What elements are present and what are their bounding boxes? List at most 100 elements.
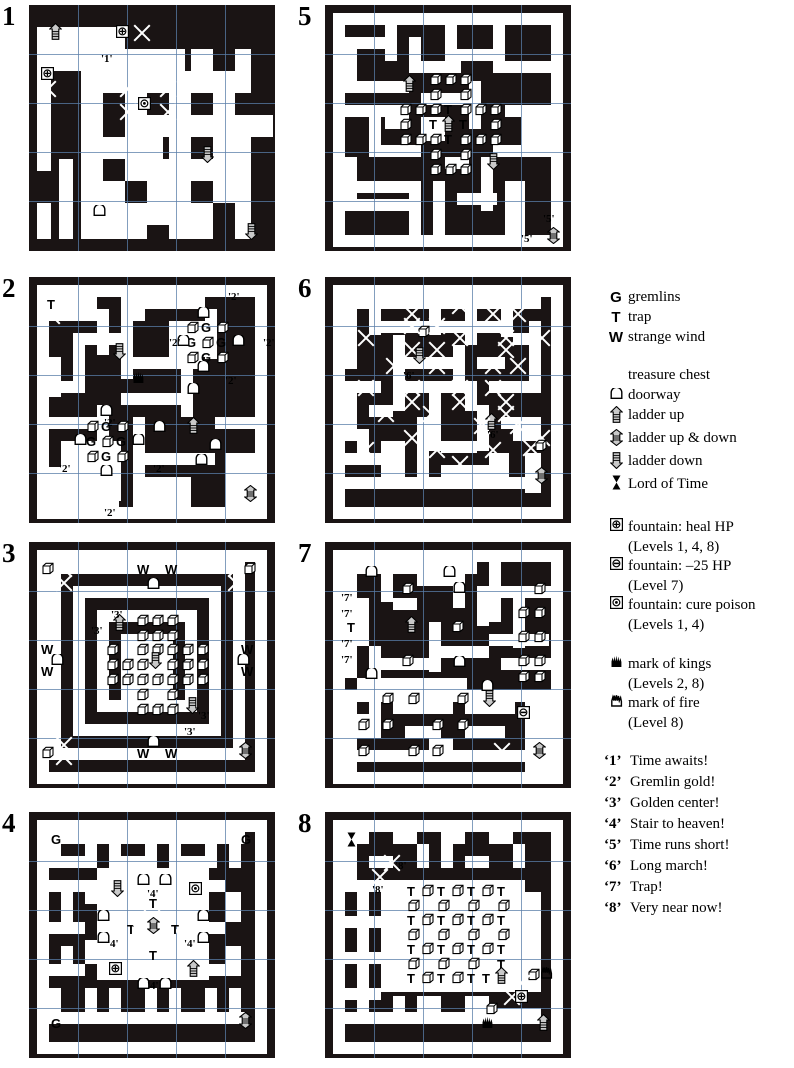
legend-message-row: ‘2’Gremlin gold!: [604, 772, 794, 793]
floor-cell: [73, 598, 85, 724]
grid-line-v: [521, 277, 522, 523]
floor-cell: [409, 37, 421, 73]
treasure-chest-icon: [216, 321, 229, 339]
map-letter: T: [444, 132, 452, 147]
treasure-chest-icon: [399, 118, 412, 136]
legend-row: fountain: –25 HP: [604, 557, 794, 576]
floor-cell: [489, 832, 513, 844]
floor-cell: [465, 856, 489, 868]
floor-cell: [121, 297, 145, 321]
grid-line-v: [521, 812, 522, 1058]
legend-message-number: ‘5’: [604, 837, 622, 853]
treasure-chest-icon: [459, 133, 472, 151]
legend-message-text: Long march!: [630, 858, 708, 874]
treasure-chest-icon: [136, 658, 149, 676]
treasure-chest-icon: [429, 163, 442, 181]
treasure-chest-icon: [459, 163, 472, 181]
map-message-label: '3': [198, 710, 210, 722]
floor-cell: [181, 856, 205, 868]
treasure-chest-icon: [481, 913, 494, 931]
grid-line-h: [325, 738, 571, 739]
legend-message-number: ‘4’: [604, 816, 622, 832]
map-5-number: 5: [298, 1, 312, 31]
map-2-number: 2: [2, 273, 16, 303]
floor-cell: [255, 562, 267, 772]
treasure-chest-icon: [181, 673, 194, 691]
x-mark-icon: [53, 746, 75, 768]
x-mark-icon: [426, 439, 448, 461]
x-mark-icon: [449, 453, 471, 475]
mark-of-fire-icon: [540, 966, 553, 984]
treasure-chest-icon: [489, 103, 502, 121]
lord-of-time-icon: [347, 832, 356, 852]
treasure-chest-icon: [381, 692, 394, 710]
legend-message-number: ‘6’: [604, 858, 622, 874]
treasure-chest-icon: [533, 670, 546, 688]
x-mark-icon: [420, 403, 442, 425]
legend-row: fountain: cure poison: [604, 596, 794, 615]
treasure-chest-icon: [474, 103, 487, 121]
ladder-down-icon: [112, 343, 127, 365]
grid-line-h: [29, 1008, 275, 1009]
floor-cell: [369, 117, 381, 157]
grid-line-v: [423, 277, 424, 523]
x-mark-icon: [117, 101, 139, 123]
grid-line-h: [29, 152, 275, 153]
floor-cell: [37, 550, 267, 562]
doorway-icon: [453, 580, 466, 598]
grid-line-v: [472, 542, 473, 788]
map-letter: T: [407, 942, 415, 957]
legend-row: fountain: heal HP: [604, 518, 794, 537]
x-mark-icon: [383, 355, 405, 377]
map-letter: T: [497, 913, 505, 928]
treasure-chest-icon: [196, 643, 209, 661]
ladder-down-icon: [412, 347, 427, 369]
treasure-chest-icon: [459, 103, 472, 121]
floor-cell: [209, 922, 225, 934]
floor-cell: [255, 832, 267, 1042]
map-message-label: '6': [403, 370, 415, 382]
map-message-label: '4': [107, 938, 119, 950]
floor-cell: [191, 203, 213, 239]
x-mark-icon: [426, 355, 448, 377]
floor-cell: [345, 952, 381, 964]
floor-cell: [381, 880, 401, 992]
legend-row: treasure chest: [604, 366, 794, 385]
floor-cell: [369, 702, 381, 738]
treasure-chest-icon: [166, 658, 179, 676]
floor-cell: [73, 724, 221, 736]
treasure-chest-icon: [481, 884, 494, 902]
map-1-grid[interactable]: '1': [29, 5, 275, 251]
treasure-chest-icon: [136, 688, 149, 706]
x-mark-icon: [449, 391, 471, 413]
grid-line-v: [176, 5, 177, 251]
map-7-grid[interactable]: T'7''7''7''7': [325, 542, 571, 788]
treasure-chest-icon: [451, 620, 464, 638]
grid-line-h: [29, 640, 275, 641]
floor-cell: [429, 622, 441, 672]
floor-cell: [457, 49, 497, 61]
treasure-chest-icon: [166, 688, 179, 706]
treasure-chest-icon: [399, 103, 412, 121]
floor-cell: [385, 25, 397, 61]
grid-line-v: [225, 277, 226, 523]
mark-of-kings-icon: [604, 655, 628, 673]
x-mark-icon: [131, 22, 153, 44]
treasure-chest-icon: [451, 971, 464, 989]
map-message-label: '4': [147, 888, 159, 900]
ladder-up-icon: [441, 114, 456, 137]
floor-cell: [49, 922, 85, 934]
floor-cell: [551, 832, 563, 1042]
floor-cell: [333, 1042, 563, 1054]
floor-cell: [235, 49, 251, 93]
floor-cell: [345, 105, 409, 117]
legend-row: ladder down: [604, 452, 794, 474]
map-6-grid[interactable]: '6''6': [325, 277, 571, 523]
ladder-up-icon: [48, 22, 63, 45]
doorway-icon: [197, 305, 210, 323]
